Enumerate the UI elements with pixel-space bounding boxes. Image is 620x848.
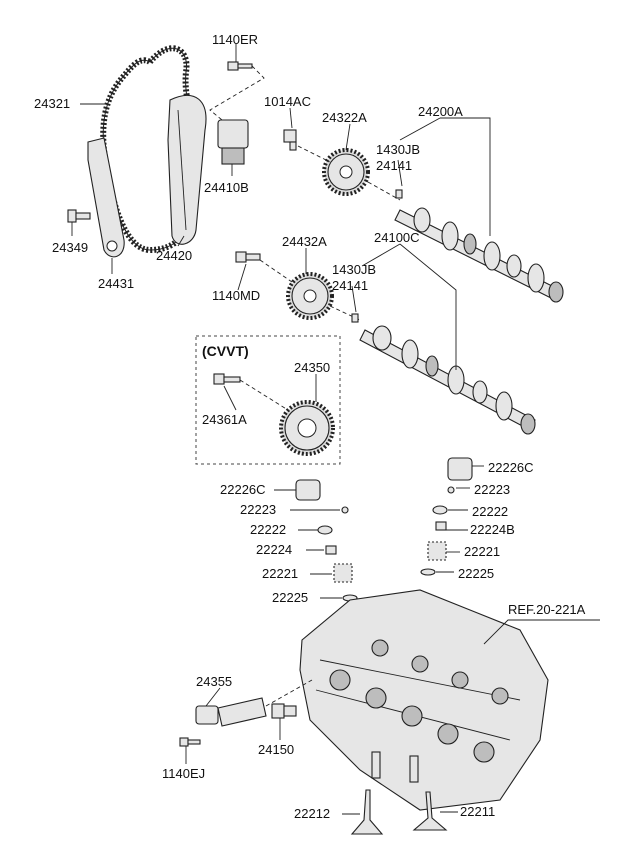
chain-tensioner	[217, 119, 249, 165]
upper-cam-dowel-line	[367, 181, 401, 201]
label-24100C: 24100C	[374, 230, 420, 245]
cvvt-bolt-leader	[239, 379, 289, 411]
exhaust-valve	[412, 791, 448, 831]
timing-chain	[100, 45, 200, 254]
label-24355: 24355	[196, 674, 232, 689]
upper-bolt-leader	[297, 145, 331, 163]
label-1014AC: 1014AC	[264, 94, 311, 109]
label-1140MD: 1140MD	[212, 288, 260, 303]
label-24321: 24321	[34, 96, 70, 111]
label-22222-right: 22222	[472, 504, 508, 519]
label-24410B: 24410B	[204, 180, 249, 195]
label-22224: 22224	[256, 542, 292, 557]
label-22221-left: 22221	[262, 566, 298, 581]
upper-camshaft	[394, 207, 564, 303]
label-24350: 24350	[294, 360, 330, 375]
label-24432A: 24432A	[282, 234, 327, 249]
label-22226C-right: 22226C	[488, 460, 534, 475]
ref-leader	[483, 619, 600, 645]
label-22226C-left: 22226C	[220, 482, 266, 497]
retainer-key-left	[341, 506, 349, 514]
lower-dowel	[351, 313, 359, 323]
spring-seat-right	[420, 568, 436, 576]
cvvt-box	[195, 335, 341, 465]
label-24431: 24431	[98, 276, 134, 291]
spring-left	[333, 563, 353, 583]
lower-camshaft	[359, 325, 536, 435]
leader-lines	[71, 44, 491, 815]
retainer-right	[432, 505, 448, 515]
oil-filter-bolt	[271, 703, 297, 719]
upper-dowel	[395, 189, 403, 199]
ocv-leader	[265, 679, 313, 707]
label-22223-right: 22223	[474, 482, 510, 497]
lower-cam-dowel-line	[329, 305, 361, 321]
intake-valve-guide	[409, 755, 419, 783]
label-24141-top: 24141	[376, 158, 412, 173]
label-24420: 24420	[156, 248, 192, 263]
retainer-key-right	[447, 486, 455, 494]
label-22224B: 22224B	[470, 522, 515, 537]
label-22225-left: 22225	[272, 590, 308, 605]
upper-sprocket-bolt	[283, 129, 297, 151]
tensioner-bolt-top	[227, 61, 253, 71]
intake-valve	[350, 789, 384, 835]
exhaust-valve-guide	[371, 751, 381, 779]
label-22221-right: 22221	[464, 544, 500, 559]
label-24200A: 24200A	[418, 104, 463, 119]
label-24150: 24150	[258, 742, 294, 757]
cylinder-head	[299, 589, 549, 811]
label-1430JB-top: 1430JB	[376, 142, 420, 157]
label-22211: 22211	[460, 804, 495, 819]
cvvt-unit	[279, 400, 335, 456]
valve-seal-right	[435, 521, 447, 531]
retainer-left	[317, 525, 333, 535]
oil-control-valve	[195, 697, 267, 727]
label-ref-20-221A: REF.20-221A	[508, 602, 586, 617]
label-1140ER: 1140ER	[212, 32, 258, 47]
ocv-bolt	[179, 737, 201, 747]
chain-guide	[167, 94, 207, 245]
label-24349: 24349	[52, 240, 88, 255]
label-1140EJ: 1140EJ	[162, 766, 205, 781]
tensioner-bolt	[67, 209, 91, 223]
label-22222-left: 22222	[250, 522, 286, 537]
tappet-left	[295, 479, 321, 501]
label-22225-right: 22225	[458, 566, 494, 581]
tappet-right	[447, 457, 473, 481]
spring-right	[427, 541, 447, 561]
bolt-leader	[209, 65, 265, 121]
lower-sprocket-bolt	[235, 251, 261, 263]
valve-seal-left	[325, 545, 337, 555]
label-24141-bottom: 24141	[332, 278, 368, 293]
label-24361A: 24361A	[202, 412, 247, 427]
label-cvvt: (CVVT)	[202, 343, 249, 359]
label-22223-left: 22223	[240, 502, 276, 517]
lower-bolt-leader	[259, 259, 293, 283]
chain-tensioner-arm	[87, 137, 125, 258]
lower-cam-sprocket	[286, 272, 334, 320]
label-22212: 22212	[294, 806, 330, 821]
label-24322A: 24322A	[322, 110, 367, 125]
label-1430JB-bottom: 1430JB	[332, 262, 376, 277]
cvvt-bolt	[213, 373, 241, 385]
upper-cam-sprocket	[322, 148, 370, 196]
